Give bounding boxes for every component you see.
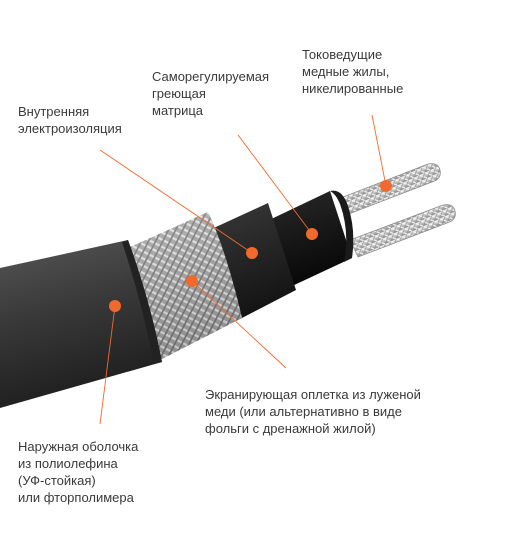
label-conductors-line-2: медные жилы, bbox=[302, 64, 390, 79]
leader-line-matrix bbox=[237, 134, 313, 235]
marker-conductors bbox=[380, 180, 392, 192]
label-outer-jacket-line-2: из полиолефина bbox=[18, 456, 118, 471]
label-inner-insulation-line-2: электроизоляция bbox=[18, 121, 122, 136]
marker-outer-jacket bbox=[109, 300, 121, 312]
label-braid-line-3: фольги с дренажной жилой) bbox=[205, 421, 376, 436]
leader-line-inner-insulation bbox=[99, 149, 253, 254]
label-braid-line-2: меди (или альтернативно в виде bbox=[205, 404, 402, 419]
heating-matrix-end bbox=[330, 190, 354, 262]
leader-lines bbox=[99, 114, 387, 425]
label-outer-jacket-line-1: Наружная оболочка bbox=[18, 439, 139, 454]
label-matrix-line-1: Саморегулируемая bbox=[152, 69, 270, 84]
leader-line-outer-jacket bbox=[99, 305, 116, 425]
label-conductors-line-1: Токоведущие bbox=[302, 47, 383, 62]
label-outer-jacket: Наружная оболочка из полиолефина (УФ-сто… bbox=[18, 438, 138, 506]
label-braid-line-1: Экранирующая оплетка из луженой bbox=[205, 387, 421, 402]
marker-braid bbox=[186, 275, 198, 287]
marker-inner-insulation bbox=[246, 247, 258, 259]
outer-jacket-end bbox=[122, 240, 162, 364]
label-matrix-line-3: матрица bbox=[152, 103, 204, 118]
outer-jacket bbox=[0, 240, 162, 408]
markers bbox=[109, 180, 392, 312]
label-conductors: Токоведущие медные жилы, никелированные bbox=[302, 46, 403, 97]
label-outer-jacket-line-4: или фторполимера bbox=[18, 490, 134, 505]
label-braid: Экранирующая оплетка из луженой меди (ил… bbox=[205, 386, 421, 437]
label-matrix-line-2: греющая bbox=[152, 86, 206, 101]
label-inner-insulation: Внутренняя электроизоляция bbox=[18, 103, 122, 137]
label-inner-insulation-line-1: Внутренняя bbox=[18, 104, 90, 119]
label-conductors-line-3: никелированные bbox=[302, 81, 404, 96]
leader-line-conductors bbox=[371, 114, 387, 187]
label-matrix: Саморегулируемая греющая матрица bbox=[152, 68, 269, 119]
conductor-wires bbox=[337, 163, 456, 258]
label-outer-jacket-line-3: (УФ-стойкая) bbox=[18, 473, 96, 488]
marker-matrix bbox=[306, 228, 318, 240]
shielding-braid-shade bbox=[128, 212, 242, 360]
leader-line-braid bbox=[191, 280, 287, 369]
conductor-wire-bottom bbox=[349, 204, 456, 258]
